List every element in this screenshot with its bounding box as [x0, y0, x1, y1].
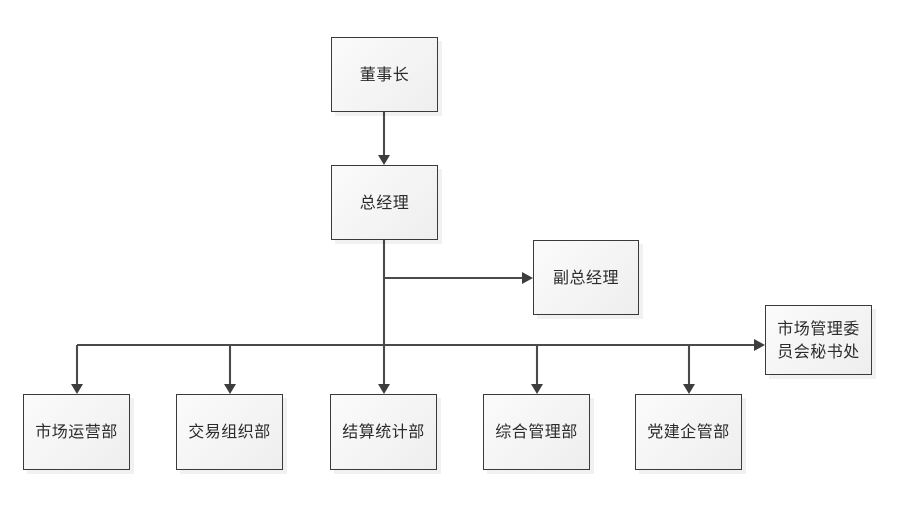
node-party-enterprise-management-dept-label: 党建企管部 — [647, 422, 730, 442]
node-market-operations-dept[interactable]: 市场运营部 — [23, 394, 130, 470]
edge-gm-to-secretariat — [754, 339, 765, 351]
edge-gm-to-trading-organization — [224, 345, 236, 394]
node-deputy-general-manager-label: 副总经理 — [552, 267, 619, 287]
node-market-committee-secretariat[interactable]: 市场管理委 员会秘书处 — [765, 305, 872, 375]
node-deputy-general-manager[interactable]: 副总经理 — [533, 240, 639, 315]
node-chairman-label: 董事长 — [359, 64, 410, 84]
edge-gm-to-market-operations — [71, 345, 83, 394]
node-party-enterprise-management-dept[interactable]: 党建企管部 — [635, 394, 742, 470]
node-settlement-statistics-dept-label: 结算统计部 — [342, 422, 425, 442]
edge-gm-to-settlement-statistics — [378, 384, 390, 394]
node-market-committee-secretariat-label: 市场管理委 员会秘书处 — [777, 318, 860, 361]
edge-gm-to-party-enterprise — [683, 345, 695, 394]
node-general-manager[interactable]: 总经理 — [331, 165, 438, 240]
edge-chairman-to-gm — [378, 112, 390, 165]
node-settlement-statistics-dept[interactable]: 结算统计部 — [330, 394, 437, 470]
node-chairman[interactable]: 董事长 — [331, 37, 438, 112]
edge-gm-to-deputy — [384, 272, 533, 284]
node-general-management-dept-label: 综合管理部 — [495, 422, 578, 442]
node-general-management-dept[interactable]: 综合管理部 — [483, 394, 590, 470]
node-market-operations-dept-label: 市场运营部 — [35, 422, 118, 442]
node-trading-organization-dept[interactable]: 交易组织部 — [176, 394, 283, 470]
node-general-manager-label: 总经理 — [359, 192, 410, 212]
edge-gm-to-general-management — [531, 345, 543, 394]
node-trading-organization-dept-label: 交易组织部 — [188, 422, 271, 442]
